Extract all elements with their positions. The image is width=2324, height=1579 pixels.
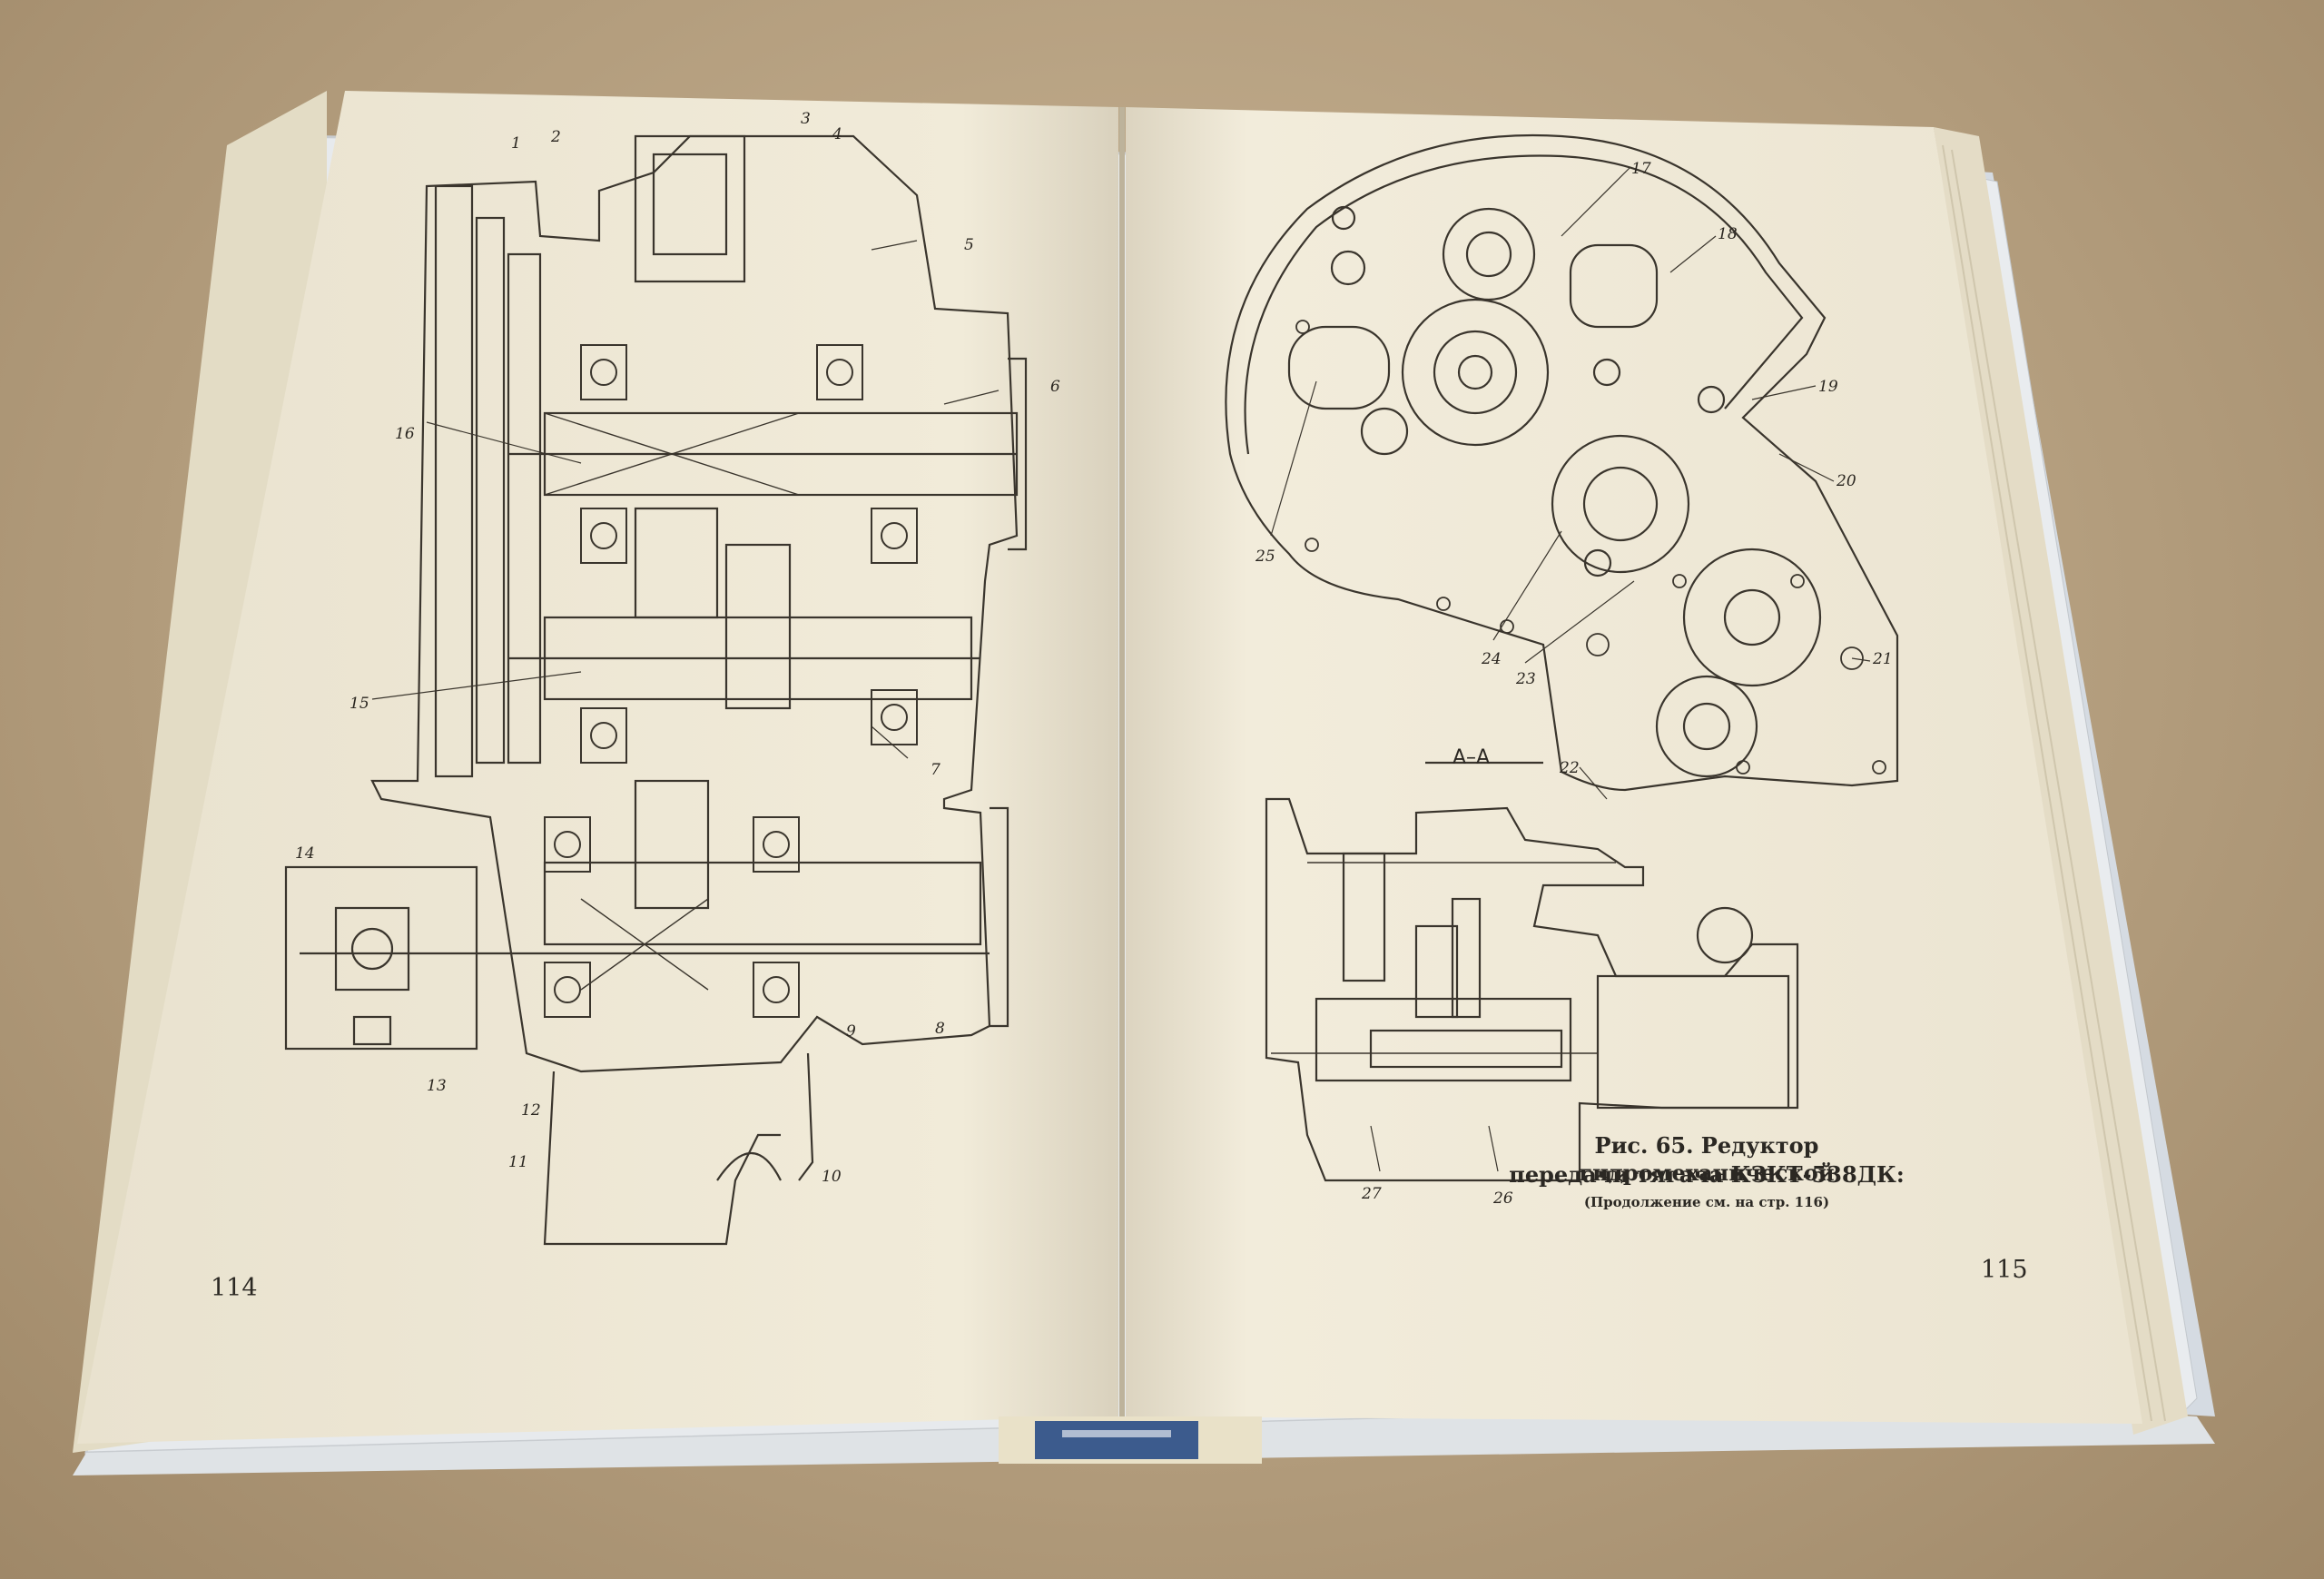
callout-7: 7 xyxy=(931,761,940,779)
callout-23: 23 xyxy=(1516,670,1536,688)
callout-24: 24 xyxy=(1482,650,1502,668)
callout-27: 27 xyxy=(1362,1185,1382,1203)
callout-1: 1 xyxy=(511,134,521,153)
left-page xyxy=(77,91,1118,1444)
right-page xyxy=(1126,107,2142,1424)
callout-11: 11 xyxy=(508,1153,528,1171)
spine-headband xyxy=(999,1416,1262,1464)
callout-14: 14 xyxy=(295,844,315,863)
callout-21: 21 xyxy=(1873,650,1893,668)
callout-8: 8 xyxy=(935,1020,945,1038)
callout-20: 20 xyxy=(1837,472,1856,490)
callout-3: 3 xyxy=(801,110,811,128)
callout-9: 9 xyxy=(846,1022,856,1041)
callout-2: 2 xyxy=(551,128,561,146)
callout-12: 12 xyxy=(521,1101,541,1120)
callout-26: 26 xyxy=(1493,1189,1513,1208)
callout-18: 18 xyxy=(1718,225,1738,243)
callout-6: 6 xyxy=(1050,378,1060,396)
figure-caption-line1: Рис. 65. Редуктор гидромеханической xyxy=(1579,1132,1835,1186)
page-number-left: 114 xyxy=(211,1274,258,1302)
callout-15: 15 xyxy=(350,695,369,713)
section-label: А–А xyxy=(1452,746,1491,769)
callout-25: 25 xyxy=(1256,548,1275,566)
callout-10: 10 xyxy=(822,1168,842,1186)
figure-caption-note: (Продолжение см. на стр. 116) xyxy=(1583,1194,1830,1210)
callout-17: 17 xyxy=(1631,160,1651,178)
callout-19: 19 xyxy=(1818,378,1838,396)
callout-4: 4 xyxy=(832,125,842,143)
figure-caption-line2: передачи тягача КЗКТ-538ДК: xyxy=(1509,1161,1905,1188)
gearbox-section-drawing xyxy=(284,134,1028,1246)
callout-5: 5 xyxy=(964,236,974,254)
section-a-a-drawing xyxy=(1265,761,1799,1182)
callout-13: 13 xyxy=(427,1077,447,1095)
callout-22: 22 xyxy=(1560,759,1580,777)
page-number-right: 115 xyxy=(1981,1256,2028,1284)
callout-16: 16 xyxy=(395,425,415,443)
gear-train-drawing xyxy=(1225,133,1899,1182)
